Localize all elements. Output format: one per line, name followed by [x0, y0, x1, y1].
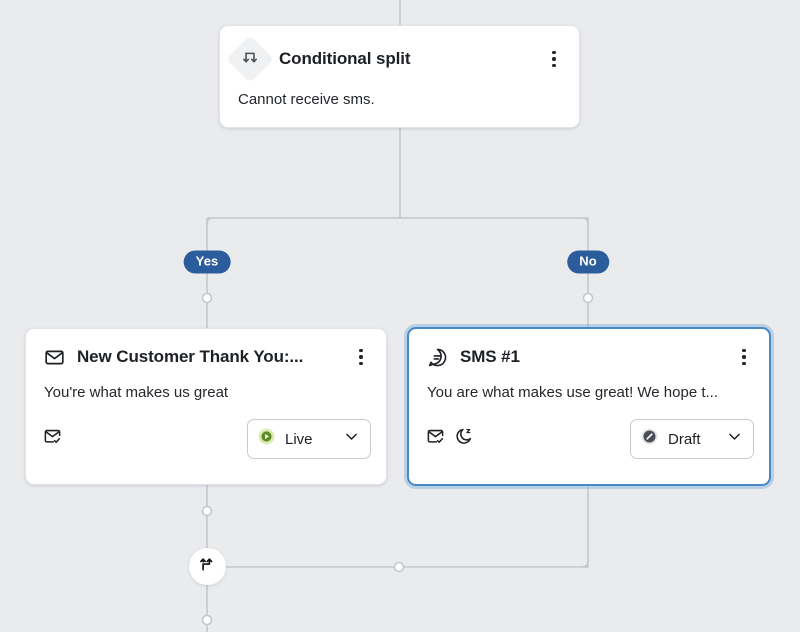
corner-yes: [206, 217, 214, 225]
sms-card-title: SMS #1: [460, 347, 520, 366]
node-card-sms[interactable]: SMS #1 You are what makes use great! We …: [407, 327, 771, 486]
connector-dot-email-out: [201, 505, 213, 517]
node-card-conditional-split[interactable]: Conditional split Cannot receive sms.: [219, 25, 580, 128]
sms-card-body: You are what makes use great! We hope t.…: [427, 384, 719, 401]
split-card-title: Conditional split: [279, 49, 411, 68]
email-card-body: You're what makes us great: [44, 384, 229, 401]
email-status-label: Live: [285, 430, 313, 448]
edge-sms-to-merge: [207, 486, 589, 568]
email-footer-icons: [43, 427, 237, 451]
sms-card-header: SMS #1: [409, 329, 769, 369]
play-circle-icon: [257, 427, 276, 451]
sms-card-kebab-menu[interactable]: [733, 345, 755, 369]
sms-footer-icons: [426, 427, 620, 451]
chevron-down-icon: [343, 428, 360, 450]
moon-quiet-hours-icon: [455, 427, 474, 451]
merge-arrows-icon: [198, 555, 217, 579]
split-card-body: Cannot receive sms.: [238, 91, 375, 108]
connector-dot-no: [582, 292, 594, 304]
sms-card-footer: Draft: [409, 403, 769, 475]
email-card-title: New Customer Thank You:...: [77, 347, 304, 366]
split-card-kebab-menu[interactable]: [543, 47, 565, 71]
email-status-select[interactable]: Live: [247, 419, 371, 459]
corner-merge-in: [581, 560, 589, 568]
connector-dot-merge-out: [201, 614, 213, 626]
connector-dot-merge-in: [393, 561, 405, 573]
split-card-header: Conditional split: [220, 26, 579, 84]
pencil-circle-icon: [640, 427, 659, 451]
sms-bubble-icon: [426, 346, 448, 368]
chevron-down-icon: [726, 428, 743, 450]
envelope-check-icon: [426, 427, 445, 451]
envelope-icon: [43, 346, 65, 368]
corner-no: [581, 217, 589, 225]
node-card-email[interactable]: New Customer Thank You:... You're what m…: [25, 328, 387, 485]
email-card-kebab-menu[interactable]: [350, 345, 372, 369]
branch-label-yes[interactable]: Yes: [183, 250, 231, 274]
sms-status-select[interactable]: Draft: [630, 419, 754, 459]
connector-dot-yes: [201, 292, 213, 304]
email-card-footer: Live: [26, 403, 386, 475]
email-card-header: New Customer Thank You:...: [26, 329, 386, 369]
envelope-check-icon: [43, 427, 62, 451]
sms-status-label: Draft: [668, 430, 701, 448]
branch-label-no[interactable]: No: [567, 250, 609, 274]
merge-node[interactable]: [189, 548, 226, 585]
conditional-split-icon: [225, 34, 275, 84]
